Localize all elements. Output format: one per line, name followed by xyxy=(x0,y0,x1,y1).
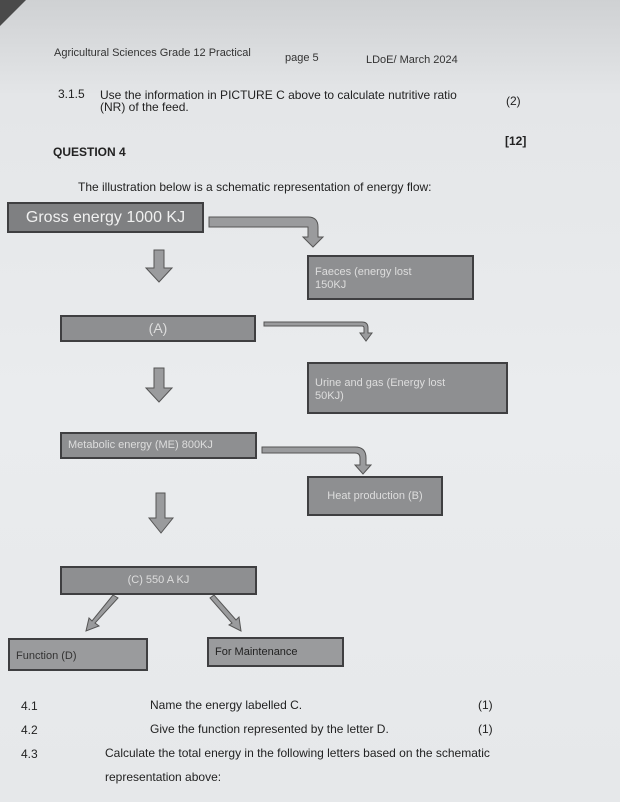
digestible-energy-box: (A) xyxy=(60,315,256,342)
heat-production-label: Heat production (B) xyxy=(327,489,423,502)
net-energy-label: (C) 550 A KJ xyxy=(127,574,190,586)
question-4-1-number: 4.1 xyxy=(21,699,38,713)
section-total: [12] xyxy=(505,134,527,148)
section-title: QUESTION 4 xyxy=(53,145,126,159)
net-energy-box: (C) 550 A KJ xyxy=(60,566,257,595)
page-corner-shadow xyxy=(0,0,26,26)
section-intro: The illustration below is a schematic re… xyxy=(78,180,432,194)
function-box: Function (D) xyxy=(8,638,148,671)
question-4-1-text: Name the energy labelled C. xyxy=(150,698,303,712)
question-4-3-number: 4.3 xyxy=(21,747,38,761)
digestible-energy-label: (A) xyxy=(148,320,168,336)
faeces-label-line2: 150KJ xyxy=(315,279,347,291)
metabolic-energy-box: Metabolic energy (ME) 800KJ xyxy=(60,432,257,459)
question-4-2-text: Give the function represented by the let… xyxy=(150,722,389,736)
question-4-3-text-line2: representation above: xyxy=(105,770,222,784)
maintenance-box: For Maintenance xyxy=(207,637,344,667)
gross-energy-box: Gross energy 1000 KJ xyxy=(7,202,204,233)
urine-gas-label-line1: Urine and gas (Energy lost xyxy=(315,377,446,389)
question-4-3-text: Calculate the total energy in the follow… xyxy=(105,746,490,760)
gross-energy-label: Gross energy 1000 KJ xyxy=(25,209,186,226)
question-text-line2: (NR) of the feed. xyxy=(100,100,189,114)
question-text-line1: Use the information in PICTURE C above t… xyxy=(100,88,457,102)
urine-gas-box: Urine and gas (Energy lost 50KJ) xyxy=(307,362,508,414)
maintenance-label: For Maintenance xyxy=(215,646,298,658)
heat-production-box: Heat production (B) xyxy=(307,476,443,516)
function-label: Function (D) xyxy=(16,650,77,662)
header-page: page 5 xyxy=(285,52,319,64)
header-source: LDoE/ March 2024 xyxy=(366,54,458,66)
question-4-2-number: 4.2 xyxy=(21,723,38,737)
metabolic-energy-label: Metabolic energy (ME) 800KJ xyxy=(68,439,213,451)
question-4-2-marks: (1) xyxy=(478,722,493,736)
question-marks: (2) xyxy=(506,94,521,108)
faeces-label-line1: Faeces (energy lost xyxy=(315,266,412,278)
question-number: 3.1.5 xyxy=(58,87,85,101)
faeces-box: Faeces (energy lost 150KJ xyxy=(307,255,474,300)
urine-gas-label-line2: 50KJ) xyxy=(315,390,344,402)
header-subject: Agricultural Sciences Grade 12 Practical xyxy=(54,47,251,59)
question-4-1-marks: (1) xyxy=(478,698,493,712)
